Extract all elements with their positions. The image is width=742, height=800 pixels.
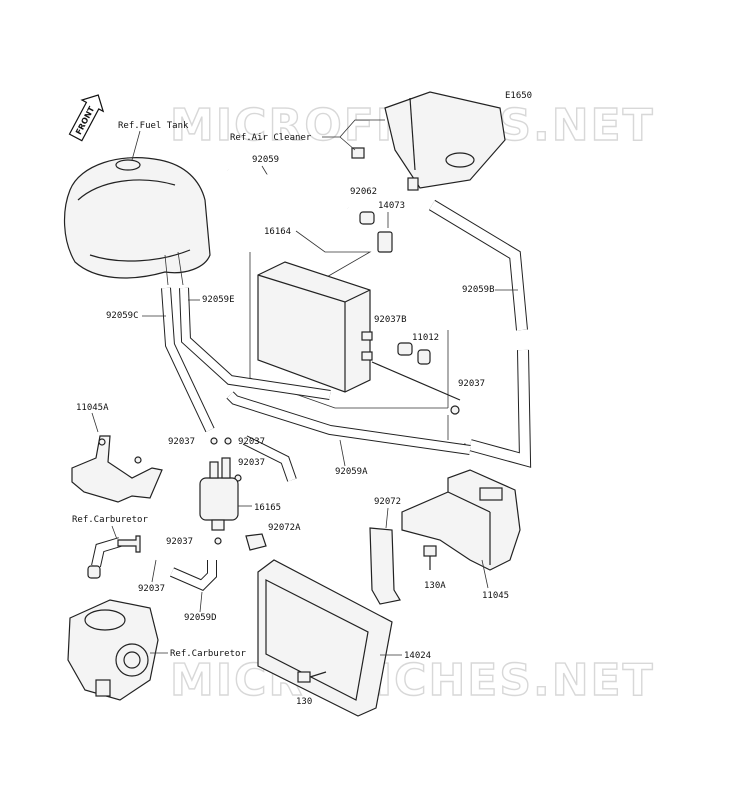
part-92062 [359, 211, 375, 225]
label-92059a: 92059A [335, 467, 368, 477]
label-11045a: 11045A [76, 403, 109, 413]
label-92072: 92072 [374, 497, 401, 507]
band-92072 [369, 527, 401, 605]
label-92072a: 92072A [268, 523, 301, 533]
bolt-130a [423, 545, 437, 557]
label-130a: 130A [424, 581, 446, 591]
label-ref-air-cleaner: Ref.Air Cleaner [230, 133, 312, 143]
part-92072a [245, 533, 267, 551]
label-11012: 11012 [412, 333, 439, 343]
label-ref-fuel-tank: Ref.Fuel Tank [118, 121, 189, 131]
label-ref-carburetor-lower: Ref.Carburetor [170, 649, 246, 659]
label-92037-d: 92037 [166, 537, 193, 547]
charcoal-canister [257, 261, 373, 393]
label-92037-b: 92037 [238, 437, 265, 447]
watermark-bottom: MICROFICHES.NET [170, 655, 655, 706]
diagram-code: E1650 [505, 91, 532, 101]
tee-fitting [117, 535, 141, 553]
label-14024: 14024 [404, 651, 431, 661]
label-92059e: 92059E [202, 295, 235, 305]
label-92059: 92059 [252, 155, 279, 165]
bracket-11045 [401, 469, 521, 571]
label-92037-c: 92037 [238, 458, 265, 468]
label-16165: 16165 [254, 503, 281, 513]
bracket-11045a [71, 435, 163, 503]
label-14073: 14073 [378, 201, 405, 211]
label-16164: 16164 [264, 227, 291, 237]
label-130: 130 [296, 697, 312, 707]
label-11045: 11045 [482, 591, 509, 601]
part-92037b [397, 342, 413, 356]
part-11012 [417, 349, 431, 365]
part-14073 [377, 231, 393, 253]
air-cleaner [351, 91, 506, 191]
label-92037-a: 92037 [168, 437, 195, 447]
carburetor [67, 599, 159, 701]
label-ref-carburetor-upper: Ref.Carburetor [72, 515, 148, 525]
label-92037b: 92037B [374, 315, 407, 325]
bolt-130 [297, 671, 311, 683]
label-92059b: 92059B [462, 285, 495, 295]
fuel-tank [63, 157, 211, 286]
label-92062: 92062 [350, 187, 377, 197]
front-arrow-icon: FRONT [68, 94, 105, 142]
label-92059c: 92059C [106, 311, 139, 321]
fuel-filter-16165 [199, 457, 239, 531]
label-92037-e: 92037 [138, 584, 165, 594]
label-92059d: 92059D [184, 613, 217, 623]
cover-14024 [257, 559, 393, 717]
label-92037-right: 92037 [458, 379, 485, 389]
